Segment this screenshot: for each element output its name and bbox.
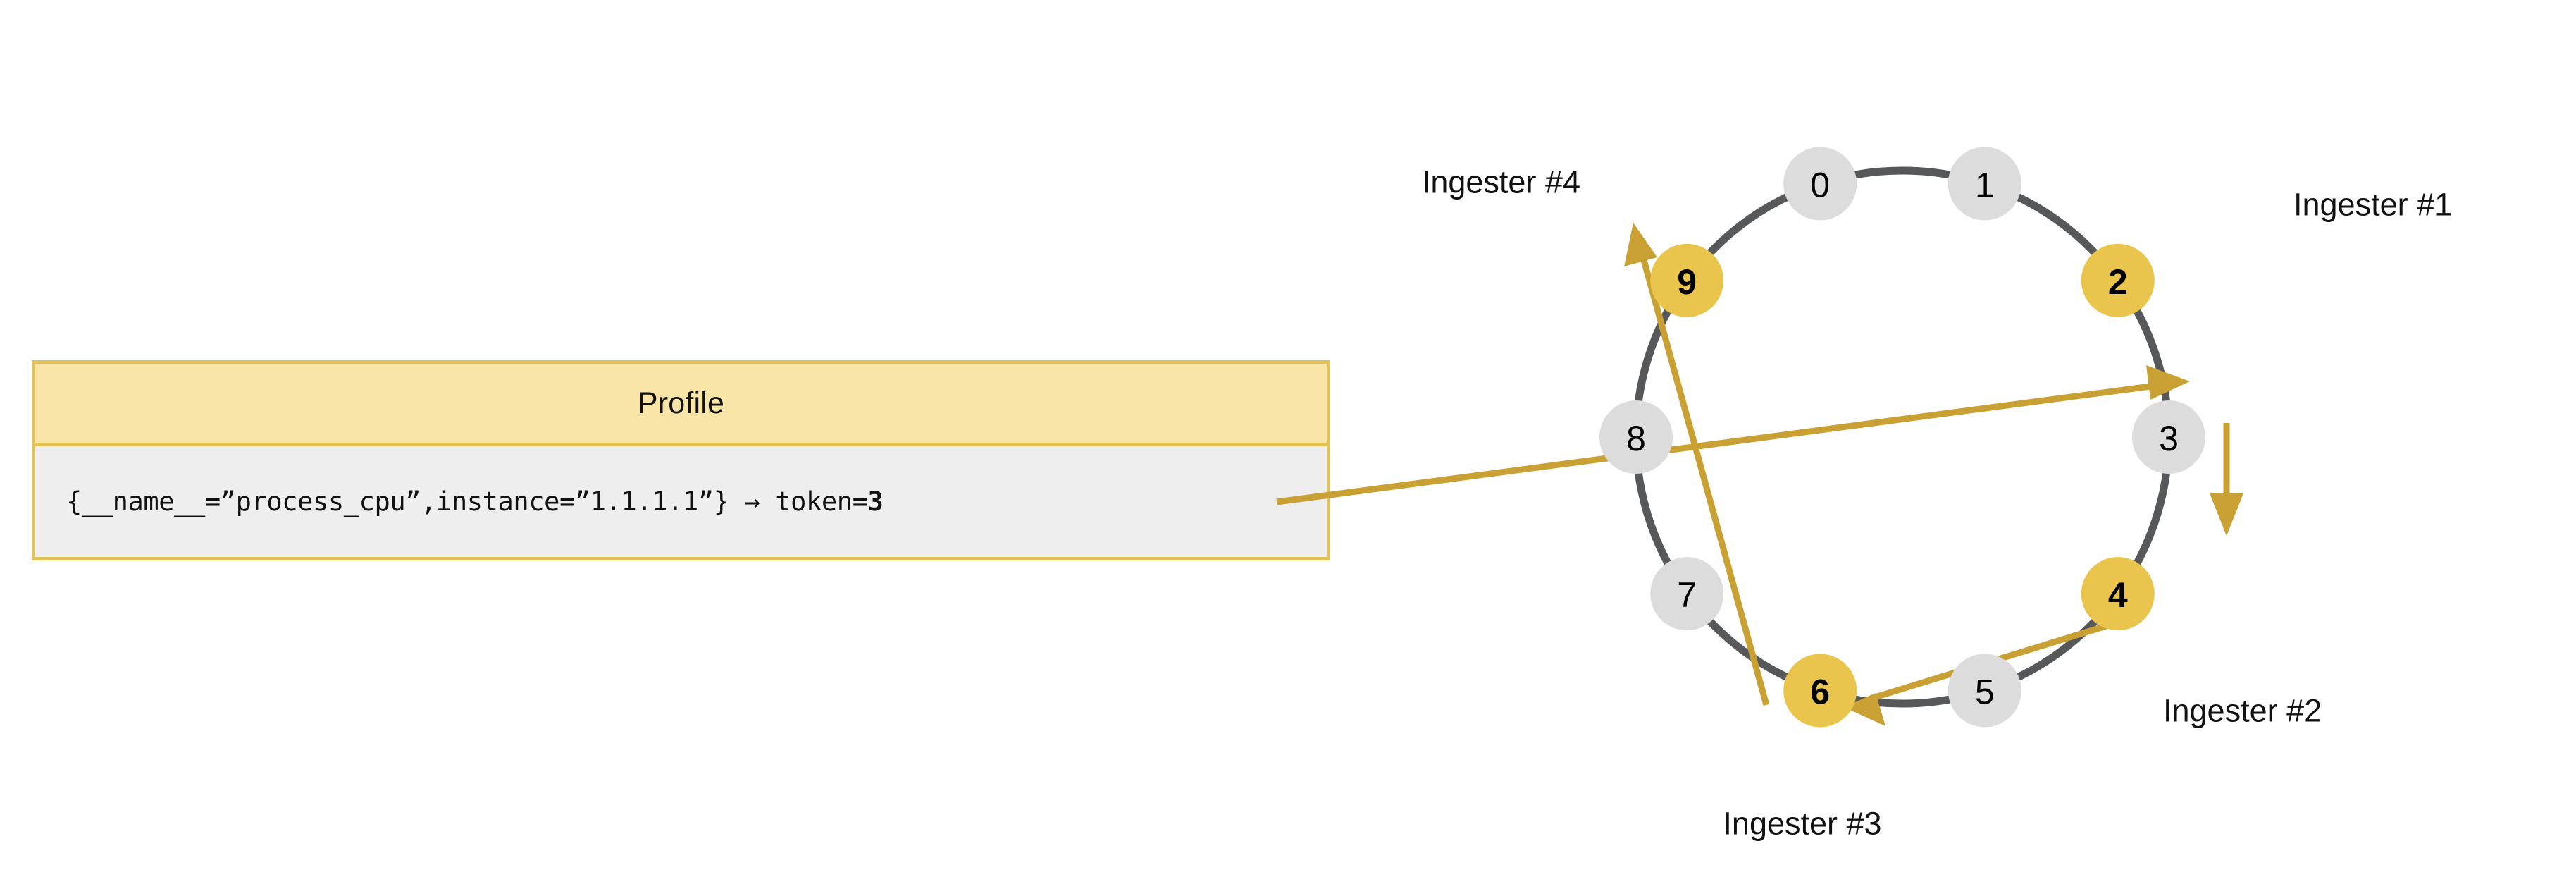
ring-node-circle-3 — [2132, 400, 2205, 474]
ring-node-layer: 0 1 2 3 4 5 6 7 8 9 — [1599, 147, 2205, 728]
ring-node-label-7: 7 — [1677, 575, 1697, 615]
profile-card-body: {__name__=”process_cpu”,instance=”1.1.1.… — [35, 446, 1327, 557]
ring-node-label-4: 4 — [2108, 575, 2128, 615]
ring-node-label-6: 6 — [1810, 672, 1830, 711]
ring-node-8[interactable]: 8 — [1599, 400, 1673, 474]
ring-node-circle-9 — [1650, 243, 1724, 317]
ring-node-3[interactable]: 3 — [2132, 400, 2205, 474]
label-ingester-1: Ingester #1 — [2293, 187, 2452, 223]
profile-card: Profile {__name__=”process_cpu”,instance… — [32, 360, 1330, 560]
profile-expression-prefix: {__name__=”process_cpu”,instance=”1.1.1.… — [66, 486, 868, 517]
ring-node-circle-8 — [1599, 400, 1673, 474]
ingester-label-layer: Ingester #1 Ingester #2 Ingester #3 Ingeste… — [1422, 164, 2452, 842]
ring-node-circle-4 — [2081, 557, 2155, 631]
flow-arrow-3-to-4 — [2210, 423, 2243, 536]
ring-node-label-1: 1 — [1975, 166, 1995, 205]
ring-node-label-2: 2 — [2108, 262, 2128, 302]
ring-node-9[interactable]: 9 — [1650, 243, 1724, 317]
flow-arrow-profile-to-token3 — [1276, 365, 2190, 505]
ring-node-2[interactable]: 2 — [2081, 243, 2155, 317]
profile-card-header: Profile — [35, 364, 1327, 446]
ring-node-7[interactable]: 7 — [1650, 557, 1724, 631]
ring-node-5[interactable]: 5 — [1948, 654, 2021, 728]
ring-node-circle-0 — [1783, 147, 1857, 221]
ring-node-6[interactable]: 6 — [1783, 654, 1857, 728]
label-ingester-3: Ingester #3 — [1723, 806, 1881, 842]
ring-node-circle-7 — [1650, 557, 1724, 631]
ring-node-1[interactable]: 1 — [1948, 147, 2021, 221]
profile-expression-token: 3 — [867, 486, 884, 517]
ring-node-label-5: 5 — [1975, 672, 1995, 711]
label-ingester-2: Ingester #2 — [2163, 693, 2322, 729]
ring-node-circle-6 — [1783, 654, 1857, 728]
ring-node-circle-1 — [1948, 147, 2021, 221]
ring-node-circle-5 — [1948, 654, 2021, 728]
flow-arrow-6-to-9 — [1624, 223, 1770, 706]
ring-node-0[interactable]: 0 — [1783, 147, 1857, 221]
hash-ring-circle — [1632, 166, 2173, 708]
ring-node-label-9: 9 — [1677, 262, 1697, 302]
label-ingester-4: Ingester #4 — [1422, 164, 1580, 200]
profile-card-title: Profile — [637, 386, 725, 420]
ring-node-label-3: 3 — [2159, 419, 2179, 458]
ring-node-circle-2 — [2081, 243, 2155, 317]
ring-node-label-0: 0 — [1810, 166, 1830, 205]
ring-node-4[interactable]: 4 — [2081, 557, 2155, 631]
ring-node-label-8: 8 — [1626, 419, 1646, 458]
profile-expression: {__name__=”process_cpu”,instance=”1.1.1.… — [66, 486, 884, 517]
